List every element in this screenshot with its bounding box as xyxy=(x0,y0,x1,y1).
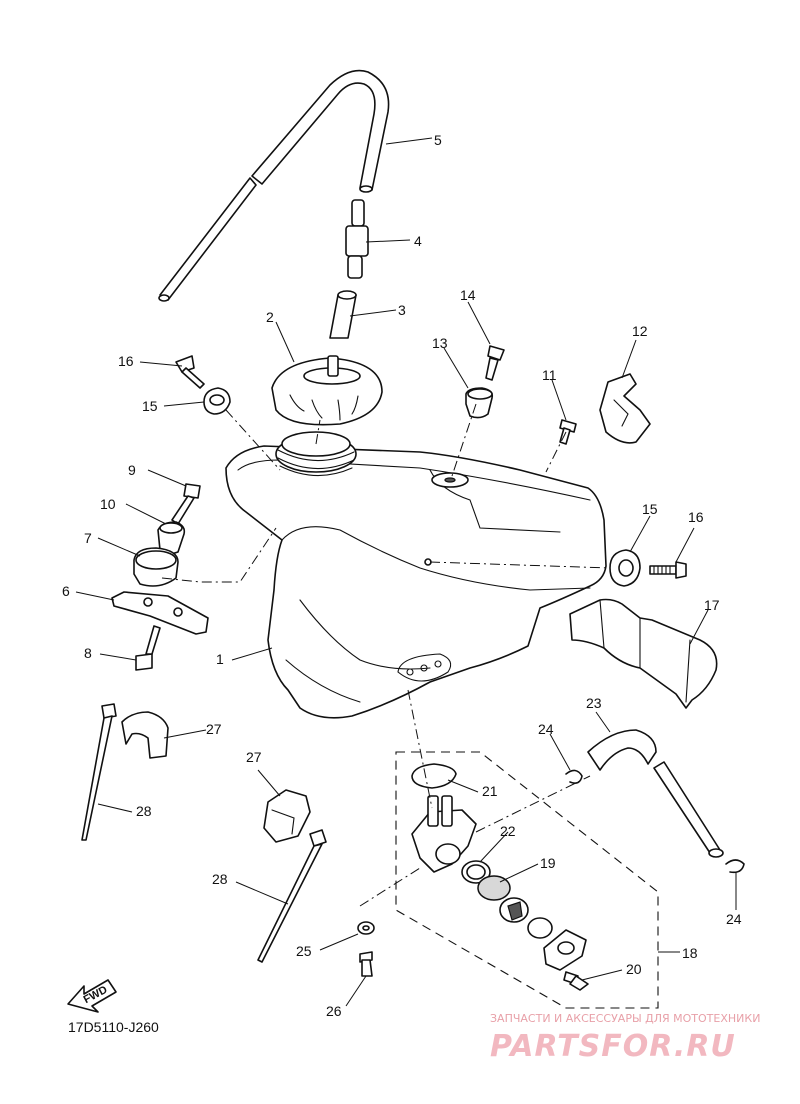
label-17: 17 xyxy=(704,597,720,613)
label-15-right: 15 xyxy=(642,501,658,517)
hose-joint xyxy=(345,199,369,279)
holder-27-top xyxy=(121,711,169,759)
label-1: 1 xyxy=(216,651,224,667)
label-13: 13 xyxy=(432,335,448,351)
label-25: 25 xyxy=(296,943,312,959)
damper-7 xyxy=(133,547,179,587)
label-6: 6 xyxy=(62,583,70,599)
label-27-mid: 27 xyxy=(246,749,262,765)
grommet-15-left xyxy=(203,387,231,415)
vent-pipe xyxy=(329,290,357,339)
collar-10 xyxy=(157,521,186,555)
fuel-tank xyxy=(225,431,607,719)
label-23: 23 xyxy=(586,695,602,711)
label-7: 7 xyxy=(84,530,92,546)
part-number-labels: 5 4 3 2 16 15 9 10 7 6 8 1 14 13 11 12 1… xyxy=(62,132,742,1019)
fuel-cock-assembly xyxy=(411,763,589,991)
screw-11 xyxy=(559,419,577,445)
bolt-9 xyxy=(171,483,201,525)
label-11: 11 xyxy=(542,367,557,383)
breather-hose xyxy=(158,69,390,302)
label-21: 21 xyxy=(482,783,498,799)
clip-24-top xyxy=(565,769,583,784)
collar-13 xyxy=(465,387,494,419)
label-2: 2 xyxy=(266,309,274,325)
band-28-right xyxy=(257,829,327,963)
label-24-bottom: 24 xyxy=(726,911,742,927)
damper-17 xyxy=(569,598,718,709)
label-14: 14 xyxy=(460,287,476,303)
bracket-6 xyxy=(111,591,209,635)
leader-lines xyxy=(75,137,737,1007)
bolt-26 xyxy=(359,951,373,977)
label-26: 26 xyxy=(326,1003,342,1019)
label-5: 5 xyxy=(434,132,442,148)
label-28-right: 28 xyxy=(212,871,228,887)
label-24-top: 24 xyxy=(538,721,554,737)
label-4: 4 xyxy=(414,233,422,249)
centre-lines xyxy=(161,403,611,907)
bolt-16-right xyxy=(649,561,687,579)
bolt-8 xyxy=(135,625,161,671)
clamp-12 xyxy=(599,373,651,444)
fuel-cock-group-box xyxy=(395,751,659,1009)
label-28-left: 28 xyxy=(136,803,152,819)
watermark-logo: PARTSFOR.RU xyxy=(490,1029,736,1064)
label-3: 3 xyxy=(398,302,406,318)
band-28-left xyxy=(81,703,117,841)
label-10: 10 xyxy=(100,496,116,512)
grommet-15-right xyxy=(609,549,641,587)
watermark: ЗАПЧАСТИ И АКСЕССУАРЫ ДЛЯ МОТОТЕХНИКИ PA… xyxy=(490,1012,760,1064)
screw-14 xyxy=(485,345,505,381)
label-18: 18 xyxy=(682,945,698,961)
holder-27-mid xyxy=(263,789,311,843)
forward-arrow-icon: FWD xyxy=(67,979,117,1013)
washer-25 xyxy=(357,921,375,935)
hose-23 xyxy=(587,729,724,858)
label-9: 9 xyxy=(128,462,136,478)
drawing-code: 17D5110-J260 xyxy=(68,1019,159,1035)
label-22: 22 xyxy=(500,823,516,839)
clip-24-bottom xyxy=(725,859,745,874)
label-27-top: 27 xyxy=(206,721,222,737)
label-8: 8 xyxy=(84,645,92,661)
label-19: 19 xyxy=(540,855,556,871)
label-12: 12 xyxy=(632,323,648,339)
label-15-left: 15 xyxy=(142,398,158,414)
label-20: 20 xyxy=(626,961,642,977)
watermark-tagline: ЗАПЧАСТИ И АКСЕССУАРЫ ДЛЯ МОТОТЕХНИКИ xyxy=(490,1012,760,1025)
label-16-right: 16 xyxy=(688,509,704,525)
bolt-16-left xyxy=(175,355,205,389)
fuel-cap xyxy=(271,355,383,426)
label-16-left: 16 xyxy=(118,353,134,369)
